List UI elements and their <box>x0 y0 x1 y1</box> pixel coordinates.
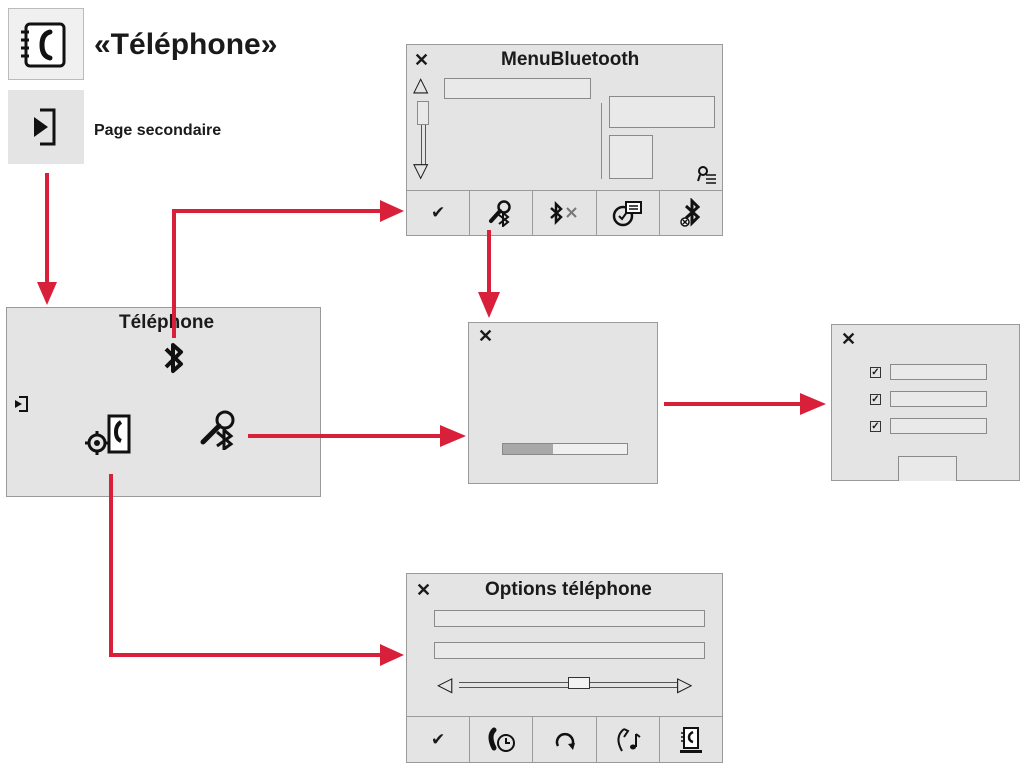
exit-icon[interactable] <box>11 394 31 414</box>
exit-page-icon <box>34 108 56 146</box>
phone-book-icon <box>21 22 66 68</box>
bluetooth-disconnect-icon <box>549 200 577 226</box>
page-title: «Téléphone» <box>94 28 278 61</box>
search-device-icon <box>489 200 512 227</box>
ringtone-icon <box>617 727 641 751</box>
bluetooth-disconnect-button[interactable] <box>532 191 595 235</box>
phone-options-toolbar: ✔ <box>407 716 722 762</box>
confirm-button[interactable]: ✔ <box>407 191 469 235</box>
scrollbar-thumb[interactable] <box>417 101 429 125</box>
arrow-settings-to-options <box>109 474 404 666</box>
device-checkbox[interactable]: ✓ <box>870 367 881 378</box>
phone-book-icon <box>679 726 702 753</box>
bluetooth-menu-title: MenuBluetooth <box>501 49 640 70</box>
slider-right-icon[interactable]: ▷ <box>677 674 693 696</box>
device-info-field <box>609 96 715 128</box>
close-icon[interactable]: ✕ <box>416 580 432 600</box>
option-field[interactable] <box>434 642 705 659</box>
bluetooth-menu-panel: ✕ MenuBluetooth △ ▽ ✔ <box>406 44 723 236</box>
phone-options-panel: ✕ Options téléphone ◁ ▷ ✔ <box>406 573 723 763</box>
refresh-icon <box>555 732 575 750</box>
device-result-field <box>890 364 987 380</box>
arrow-search-to-results <box>664 393 826 415</box>
confirm-icon: ✔ <box>430 729 446 749</box>
device-list-item[interactable] <box>444 78 591 99</box>
bluetooth-icon[interactable] <box>161 338 187 378</box>
secondary-page-label: Page secondaire <box>94 122 222 139</box>
search-device-button[interactable] <box>469 191 532 235</box>
contact-connect-button[interactable] <box>595 191 659 235</box>
scroll-down-icon[interactable]: ▽ <box>413 160 429 182</box>
phone-book-button[interactable] <box>658 717 722 762</box>
call-history-button[interactable] <box>469 717 532 762</box>
device-list-icon[interactable] <box>696 165 718 185</box>
bluetooth-delete-button[interactable] <box>658 191 722 235</box>
confirm-icon: ✔ <box>430 203 446 222</box>
arrow-menu-to-search <box>478 230 500 318</box>
ringtone-button[interactable] <box>595 717 659 762</box>
call-history-icon <box>488 727 516 752</box>
arrow-secondary-to-telephone <box>37 173 57 305</box>
slider-track[interactable] <box>459 677 677 689</box>
refresh-button[interactable] <box>532 717 595 762</box>
confirm-button[interactable]: ✔ <box>407 717 469 762</box>
close-icon[interactable]: ✕ <box>478 326 494 346</box>
device-image-box <box>609 135 653 179</box>
scrollbar-track[interactable] <box>421 125 426 165</box>
connect-button[interactable] <box>898 456 957 481</box>
search-progress-panel: ✕ <box>468 322 658 484</box>
phone-settings-icon[interactable] <box>83 412 135 458</box>
bluetooth-delete-icon <box>680 198 701 227</box>
scroll-up-icon[interactable]: △ <box>413 74 429 96</box>
slider-thumb[interactable] <box>567 677 590 689</box>
telephone-panel: Téléphone <box>6 307 321 497</box>
search-progress-bar <box>502 443 628 455</box>
search-device-icon[interactable] <box>197 408 243 450</box>
phone-book-icon-tile <box>8 8 84 80</box>
phone-options-title: Options téléphone <box>485 579 652 600</box>
device-results-panel: ✕ ✓ ✓ ✓ <box>831 324 1020 481</box>
close-icon[interactable]: ✕ <box>414 50 430 70</box>
search-progress-fill <box>503 444 553 454</box>
bluetooth-menu-toolbar: ✔ <box>407 190 722 235</box>
contact-connect-icon <box>612 201 642 227</box>
device-checkbox[interactable]: ✓ <box>870 394 881 405</box>
close-icon[interactable]: ✕ <box>841 329 857 349</box>
device-checkbox[interactable]: ✓ <box>870 421 881 432</box>
exit-page-icon-tile[interactable] <box>8 90 84 164</box>
slider-left-icon[interactable]: ◁ <box>437 674 453 696</box>
option-field[interactable] <box>434 610 705 627</box>
telephone-panel-title: Téléphone <box>119 312 215 333</box>
panel-divider <box>601 103 602 179</box>
device-result-field <box>890 418 987 434</box>
device-result-field <box>890 391 987 407</box>
